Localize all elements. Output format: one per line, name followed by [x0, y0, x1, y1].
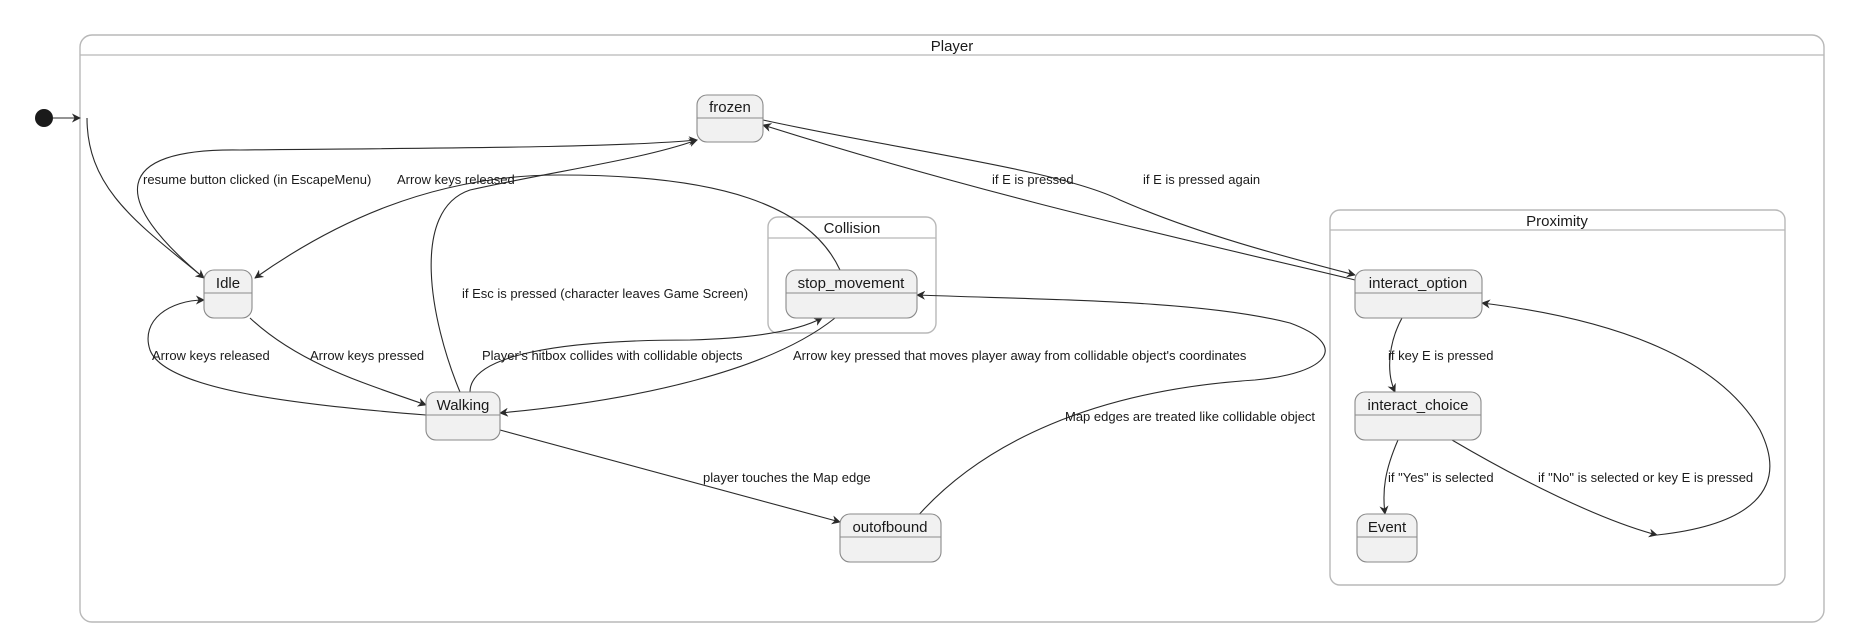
edge-walking-stopmovement — [469, 317, 823, 393]
edge-outofbound-stopmovement — [909, 290, 1326, 526]
initial-state — [35, 109, 81, 127]
player-composite-title: Player — [931, 38, 974, 55]
label-arrow-released-left: Arrow keys released — [152, 348, 270, 363]
edge-interactchoice-no — [1451, 439, 1658, 538]
label-no-selected: if "No" is selected or key E is pressed — [1538, 470, 1753, 485]
edge-walking-outofbound — [499, 429, 841, 525]
collision-composite-title: Collision — [824, 220, 881, 237]
state-walking: Walking — [425, 391, 501, 441]
state-idle-label: Idle — [216, 275, 240, 292]
state-frozen-label: frozen — [709, 99, 751, 116]
edge-idle-frozen — [136, 136, 698, 279]
label-key-e: if key E is pressed — [1388, 348, 1494, 363]
transition-labels: resume button clicked (in EscapeMenu) Ar… — [143, 172, 1753, 485]
edge-interactoption-frozen — [762, 123, 1356, 281]
edge-walking-idle — [147, 295, 427, 416]
edge-stopmovement-idle — [254, 174, 841, 279]
transitions — [86, 117, 1771, 538]
state-interact-choice-label: interact_choice — [1368, 397, 1469, 414]
label-arrow-released-top: Arrow keys released — [397, 172, 515, 187]
state-interact-choice: interact_choice — [1354, 391, 1482, 441]
label-resume: resume button clicked (in EscapeMenu) — [143, 172, 371, 187]
state-stop-movement: stop_movement — [785, 269, 918, 319]
label-hitbox: Player's hitbox collides with collidable… — [482, 348, 743, 363]
edge-interactchoice-event — [1379, 439, 1399, 515]
state-event: Event — [1356, 513, 1418, 563]
state-frozen: frozen — [696, 94, 764, 143]
label-map-edge-touch: player touches the Map edge — [703, 470, 871, 485]
label-arrow-moves-away: Arrow key pressed that moves player away… — [793, 348, 1247, 363]
label-arrow-pressed: Arrow keys pressed — [310, 348, 424, 363]
state-outofbound: outofbound — [839, 513, 942, 563]
edge-entry-idle — [86, 117, 205, 279]
edge-walking-frozen — [430, 138, 698, 393]
label-yes-selected: if "Yes" is selected — [1388, 470, 1494, 485]
state-idle: Idle — [203, 269, 253, 319]
label-esc-pressed: if Esc is pressed (character leaves Game… — [462, 286, 748, 301]
edge-frozen-interactoption — [762, 119, 1356, 278]
label-map-edges: Map edges are treated like collidable ob… — [1065, 409, 1315, 424]
state-walking-label: Walking — [437, 397, 490, 414]
label-e-pressed-again: if E is pressed again — [1143, 172, 1260, 187]
edge-interactoption-interactchoice — [1387, 317, 1403, 393]
label-e-pressed: if E is pressed — [992, 172, 1074, 187]
proximity-composite-title: Proximity — [1526, 213, 1588, 230]
state-outofbound-label: outofbound — [852, 519, 927, 536]
state-interact-option-label: interact_option — [1369, 275, 1467, 292]
state-stop-movement-label: stop_movement — [798, 275, 906, 292]
edge-stopmovement-walking — [499, 317, 836, 417]
state-event-label: Event — [1368, 519, 1407, 536]
edge-idle-walking — [249, 317, 427, 407]
state-interact-option: interact_option — [1354, 269, 1483, 319]
edge-no-return — [1481, 299, 1771, 536]
